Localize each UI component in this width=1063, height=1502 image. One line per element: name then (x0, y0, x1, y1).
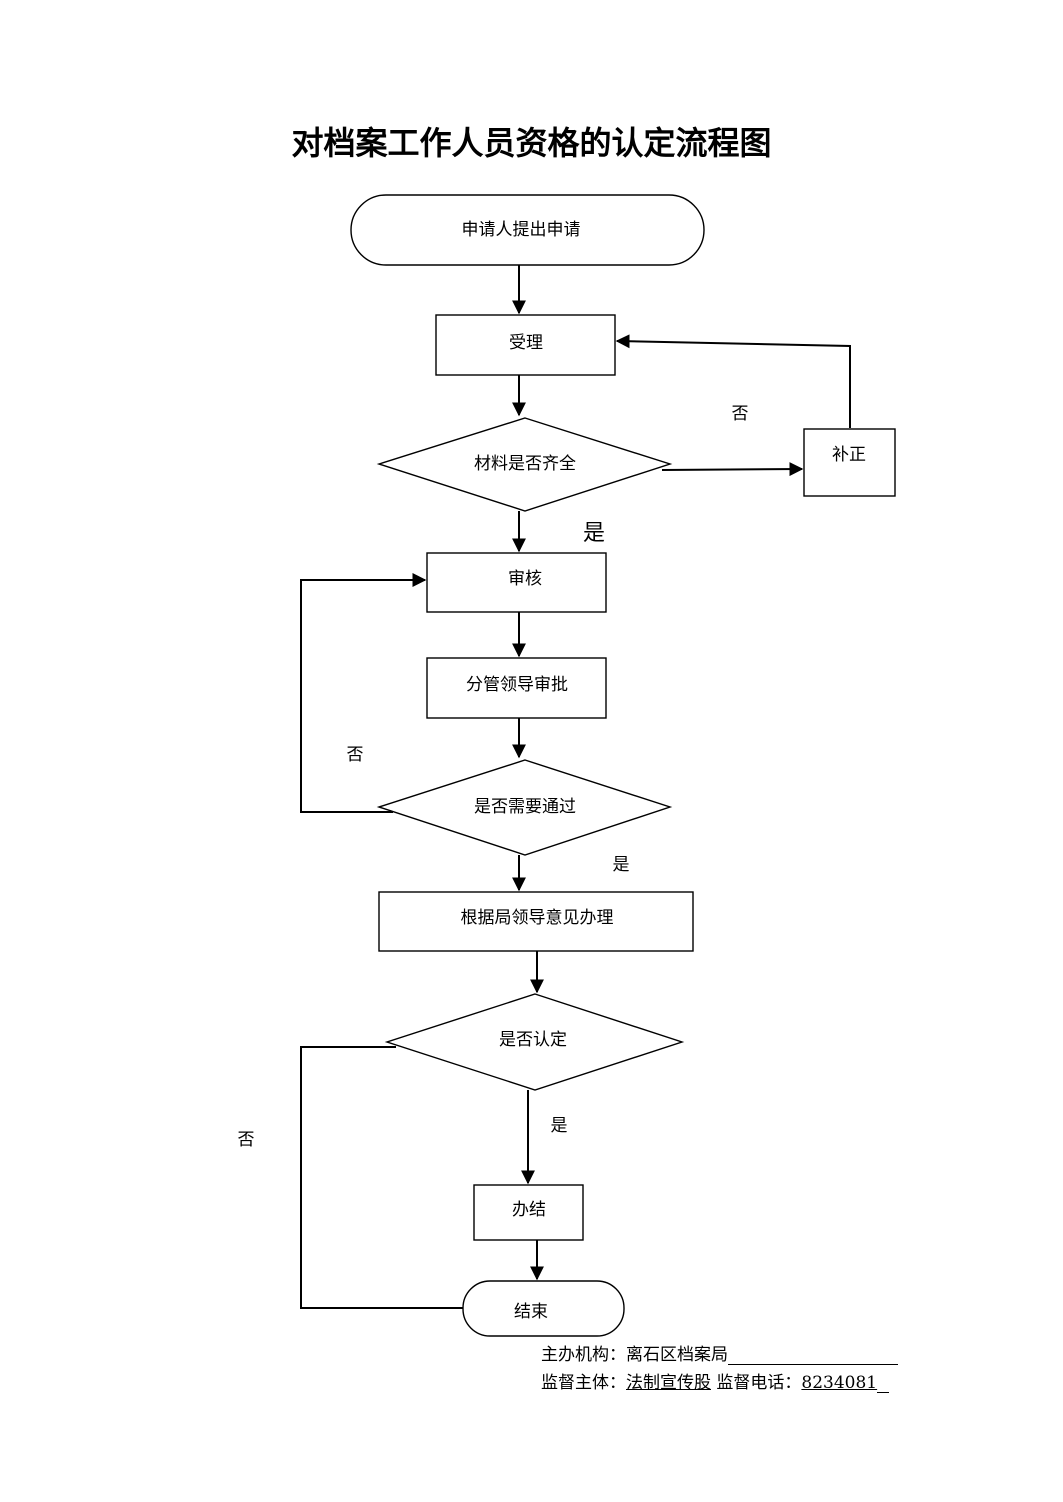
edge-confirm-end (300, 1046, 464, 1309)
terminal-end-label: 结束 (514, 1302, 548, 1322)
decision-pass: 是否需要通过 (376, 759, 673, 856)
process-accept-label: 受理 (509, 333, 543, 353)
footer-supervisor-label: 监督主体： (541, 1373, 626, 1393)
terminal-start: 申请人提出申请 (350, 194, 705, 266)
edge-supplement-accept (615, 334, 851, 428)
footer-host: 主办机构：离石区档案局 (541, 1340, 898, 1365)
process-complete: 办结 (473, 1184, 584, 1241)
edge-pass-review (300, 573, 427, 813)
footer-supervisor-value: 法制宣传股 (626, 1373, 711, 1393)
terminal-start-label: 申请人提出申请 (462, 220, 581, 240)
footer-supervisor: 监督主体：法制宣传股 监督电话：8234081 (541, 1368, 890, 1393)
label-pass-no: 否 (347, 745, 364, 765)
label-confirm-yes: 是 (551, 1116, 568, 1136)
decision-confirm-label: 是否认定 (499, 1030, 567, 1050)
label-pass-yes: 是 (613, 855, 630, 875)
process-review: 审核 (426, 552, 607, 613)
footer-phone-label: 监督电话： (716, 1373, 802, 1393)
process-complete-label: 办结 (512, 1200, 546, 1220)
label-materials-yes: 是 (583, 521, 605, 546)
process-leader-approval: 分管领导审批 (426, 657, 607, 719)
edge-materials-supplement (661, 462, 804, 477)
terminal-end: 结束 (462, 1280, 625, 1337)
process-supplement-label: 补正 (832, 445, 866, 465)
label-materials-no: 否 (732, 404, 749, 424)
footer-host-underline (728, 1346, 898, 1365)
decision-materials-label: 材料是否齐全 (474, 454, 576, 474)
decision-materials: 材料是否齐全 (376, 417, 673, 512)
edges (300, 265, 851, 1309)
process-handle: 根据局领导意见办理 (378, 891, 694, 952)
footer-phone-underline (877, 1374, 890, 1393)
page-title: 对档案工作人员资格的认定流程图 (291, 124, 772, 162)
decision-confirm: 是否认定 (384, 993, 685, 1091)
footer-host-label: 主办机构： (541, 1345, 626, 1365)
footer-host-value: 离石区档案局 (626, 1345, 728, 1365)
process-supplement: 补正 (803, 428, 896, 497)
label-confirm-no: 否 (238, 1130, 255, 1150)
process-accept: 受理 (435, 314, 616, 376)
process-leader-approval-label: 分管领导审批 (466, 675, 568, 695)
footer-phone-value: 8234081 (801, 1373, 878, 1393)
process-handle-label: 根据局领导意见办理 (461, 908, 614, 928)
decision-pass-label: 是否需要通过 (474, 797, 576, 817)
process-review-label: 审核 (508, 569, 542, 589)
